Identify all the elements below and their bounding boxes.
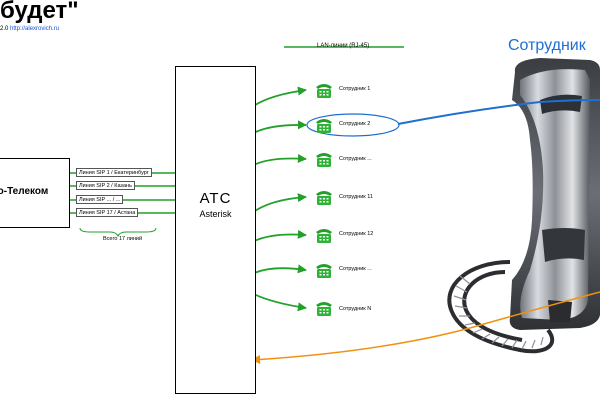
sip-line-box: Линия SIP 1 / Екатеринбург	[76, 168, 152, 177]
lines-brace	[79, 227, 157, 238]
employee-2-link-line	[397, 99, 600, 125]
author-link[interactable]: http://alexrovich.ru	[10, 26, 60, 32]
sip-line-arrows	[70, 169, 187, 217]
ats-subtitle: Asterisk	[199, 209, 232, 219]
phone-icon	[316, 153, 332, 167]
employee-label: Сотрудник ...	[339, 266, 372, 272]
return-line	[251, 291, 600, 364]
phone-icon	[316, 229, 332, 243]
employee-label: Сотрудник 11	[339, 194, 373, 200]
phone-icon	[316, 119, 332, 133]
version-text: 2.0	[0, 26, 9, 32]
sip-line-box: Линия SIP ... / ...	[76, 195, 124, 204]
phone-icon	[316, 191, 332, 205]
provider-box	[0, 158, 70, 228]
employee-label: Сотрудник N	[339, 306, 372, 312]
lan-legend-label: LAN-линии (RJ-45)	[317, 43, 370, 49]
phone-icon	[316, 84, 332, 98]
employee-label: Сотрудник ...	[339, 156, 372, 162]
employee-label: Сотрудник 12	[339, 231, 374, 237]
ats-name: АТС	[199, 190, 232, 207]
lines-total-label: Всего 17 линий	[103, 236, 143, 242]
page-subtitle: 2.0 http://alexrovich.ru	[0, 26, 59, 32]
employee-label: Сотрудник 1	[339, 86, 371, 92]
provider-name: анго-Телеком	[0, 186, 49, 197]
employee-title: Сотрудник	[508, 37, 586, 54]
telephone-handset-icon	[447, 58, 600, 354]
ats-box	[175, 66, 256, 394]
phone-icon	[316, 302, 332, 316]
phone-icon	[316, 264, 332, 278]
sip-line-box: Линия SIP 2 / Казань	[76, 181, 135, 190]
employee-label: Сотрудник 2	[339, 121, 371, 127]
page-title: будет"	[0, 0, 79, 24]
employee-2-highlight	[306, 113, 400, 137]
sip-line-box: Линия SIP 17 / Астана	[76, 208, 139, 217]
